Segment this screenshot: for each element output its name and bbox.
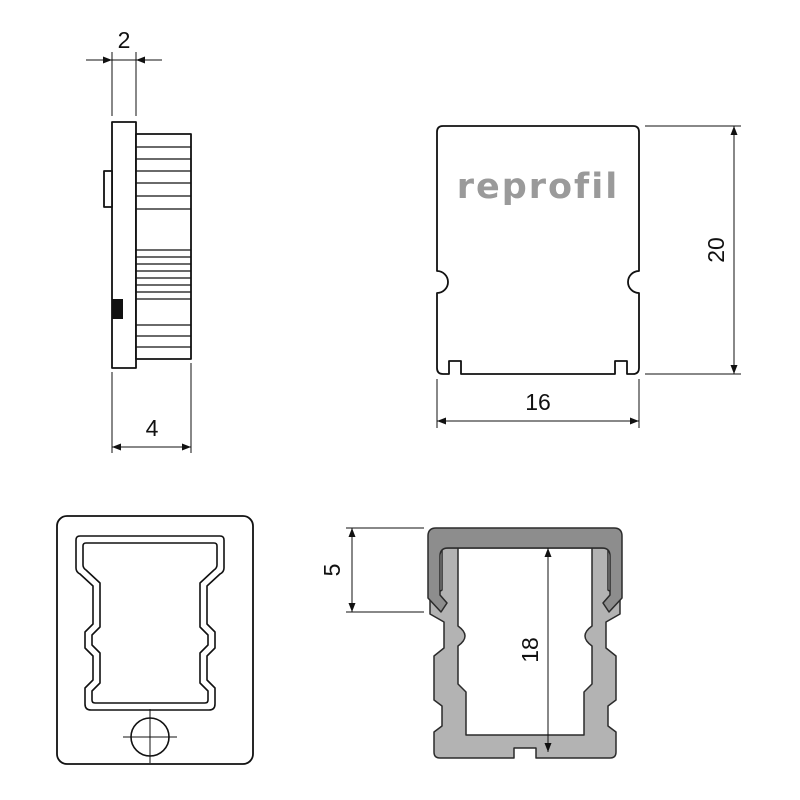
arrowhead xyxy=(437,417,446,425)
dim-cap-thickness: 2 xyxy=(86,27,162,116)
arrowhead xyxy=(136,56,145,64)
profile-section-body xyxy=(429,547,621,759)
arrowhead xyxy=(544,743,552,752)
side-end-plate xyxy=(111,121,137,369)
arrowhead xyxy=(730,365,738,374)
back-plate-outline xyxy=(56,515,254,765)
arrowhead xyxy=(348,603,356,612)
side-clip-mark xyxy=(112,299,123,319)
dim-cap-height-label: 20 xyxy=(703,237,729,263)
arrowhead xyxy=(630,417,639,425)
dim-cap-width-label: 16 xyxy=(525,389,551,415)
dim-inner-height-label: 18 xyxy=(517,637,543,663)
side-rib-lines xyxy=(136,146,191,348)
dim-cap-depth: 4 xyxy=(111,363,192,453)
arrowhead xyxy=(544,548,552,557)
front-face xyxy=(436,125,640,375)
arrowhead xyxy=(103,56,112,64)
screw-hole-crosshair xyxy=(123,709,177,763)
dim-inner-height: 18 xyxy=(517,548,552,752)
dim-cover-height-label: 5 xyxy=(319,564,345,577)
arrowhead xyxy=(348,528,356,537)
arrowhead xyxy=(182,443,191,451)
dim-cap-height: 20 xyxy=(645,125,741,375)
brand-logo-text: reprofil xyxy=(457,167,620,207)
view-side xyxy=(103,121,192,369)
view-front: reprofil xyxy=(436,125,640,375)
view-section xyxy=(427,527,623,759)
dim-cap-depth-label: 4 xyxy=(146,415,159,441)
arrowhead xyxy=(730,126,738,135)
side-clip-tab xyxy=(103,170,113,208)
profile-contour-inner xyxy=(82,542,218,704)
dim-cover-height: 5 xyxy=(319,527,424,613)
view-back-outline xyxy=(56,515,254,765)
profile-contour-outer xyxy=(75,535,225,711)
dim-cap-thickness-label: 2 xyxy=(118,27,131,53)
dim-cap-width: 16 xyxy=(436,379,640,428)
arrowhead xyxy=(112,443,121,451)
cover-section xyxy=(427,527,623,613)
